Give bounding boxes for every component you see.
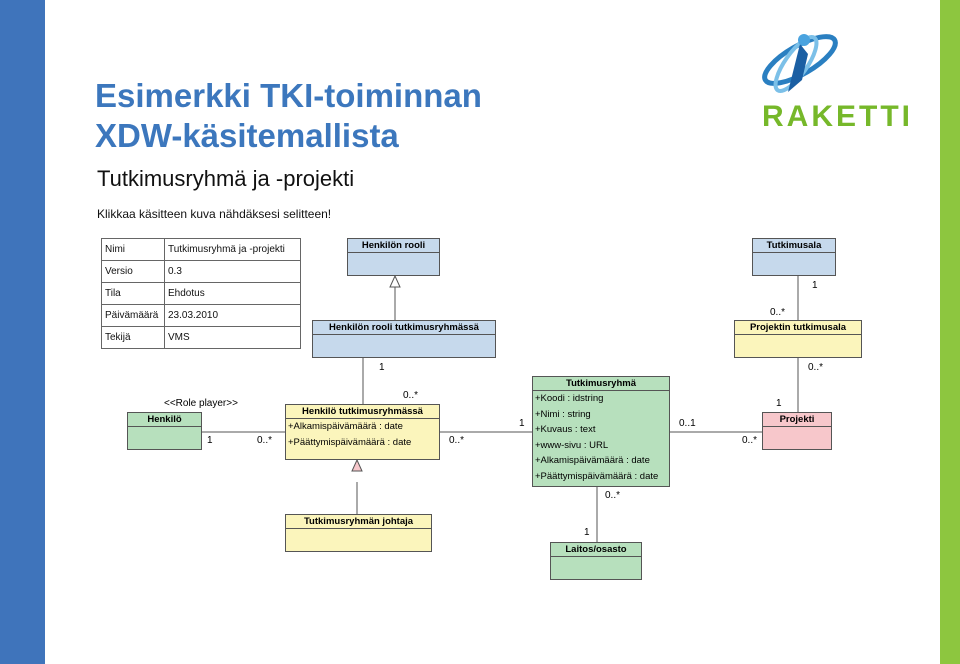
- class-attribute: +Päättymispäivämäärä : date: [288, 436, 412, 448]
- class-henkilon-rooli[interactable]: Henkilön rooli: [347, 238, 440, 276]
- right-accent-divider: [937, 0, 940, 664]
- class-henkilo-tutkimusryhmassa[interactable]: Henkilö tutkimusryhmässä +Alkamispäivämä…: [285, 404, 440, 460]
- class-name: Projekti: [763, 413, 831, 427]
- meta-key: Tekijä: [101, 326, 165, 349]
- class-name: Laitos/osasto: [551, 543, 641, 557]
- class-name: Henkilön rooli: [348, 239, 439, 253]
- class-name: Tutkimusryhmän johtaja: [286, 515, 431, 529]
- class-laitos-osasto[interactable]: Laitos/osasto: [550, 542, 642, 580]
- meta-value: VMS: [164, 326, 301, 349]
- slide-title-line-2: XDW-käsitemallista: [95, 117, 399, 154]
- multiplicity-label: 0..*: [605, 490, 621, 501]
- rocket-orbit-icon: [762, 34, 838, 93]
- class-attribute: +www-sivu : URL: [535, 439, 609, 451]
- multiplicity-label: 0..*: [808, 362, 824, 373]
- class-projektin-tutkimusala[interactable]: Projektin tutkimusala: [734, 320, 862, 358]
- class-attribute: +Nimi : string: [535, 408, 591, 420]
- inheritance-arrow-rooli: [389, 274, 401, 288]
- inheritance-arrow-johtaja: [351, 458, 363, 472]
- diagram-title: Tutkimusryhmä ja -projekti: [97, 166, 355, 191]
- multiplicity-label: 0..*: [742, 435, 758, 446]
- class-attribute: +Alkamispäivämäärä : date: [288, 421, 403, 432]
- logo-text: RAKETTI: [762, 100, 913, 133]
- multiplicity-label: 0..*: [257, 435, 273, 446]
- multiplicity-label: 0..*: [403, 390, 419, 401]
- class-attribute: +Kuvaus : text: [535, 424, 596, 435]
- multiplicity-label: 1: [776, 398, 782, 409]
- left-accent-bar: [0, 0, 45, 664]
- multiplicity-label: 1: [379, 362, 385, 373]
- stereotype-label: <<Role player>>: [164, 398, 238, 409]
- class-attribute: +Alkamispäivämäärä : date: [535, 455, 650, 466]
- multiplicity-label: 1: [207, 435, 213, 446]
- class-tutkimusryhma[interactable]: Tutkimusryhmä +Koodi : idstring +Nimi : …: [532, 376, 670, 487]
- right-accent-bar: [940, 0, 960, 664]
- class-tutkimusala[interactable]: Tutkimusala: [752, 238, 836, 276]
- class-henkilo[interactable]: Henkilö: [127, 412, 202, 450]
- class-name: Tutkimusala: [753, 239, 835, 253]
- multiplicity-label: 1: [812, 280, 818, 291]
- slide-title-line-1: Esimerkki TKI-toiminnan: [95, 77, 482, 114]
- class-projekti[interactable]: Projekti: [762, 412, 832, 450]
- multiplicity-label: 0..*: [770, 307, 786, 318]
- class-attribute: +Koodi : idstring: [535, 393, 604, 404]
- class-name: Henkilön rooli tutkimusryhmässä: [313, 321, 495, 335]
- class-tutkimusryhman-johtaja[interactable]: Tutkimusryhmän johtaja: [285, 514, 432, 552]
- class-attribute: +Päättymispäivämäärä : date: [535, 470, 659, 482]
- class-name: Henkilö: [128, 413, 201, 427]
- class-name: Tutkimusryhmä: [533, 377, 669, 391]
- class-name: Projektin tutkimusala: [735, 321, 861, 335]
- multiplicity-label: 0..1: [679, 418, 696, 429]
- class-name: Henkilö tutkimusryhmässä: [286, 405, 439, 419]
- multiplicity-label: 1: [519, 418, 525, 429]
- class-henkilon-rooli-tutkimusryhmassa[interactable]: Henkilön rooli tutkimusryhmässä: [312, 320, 496, 358]
- multiplicity-label: 1: [584, 527, 590, 538]
- multiplicity-label: 0..*: [449, 435, 465, 446]
- diagram-hint: Klikkaa käsitteen kuva nähdäksesi selitt…: [97, 207, 332, 221]
